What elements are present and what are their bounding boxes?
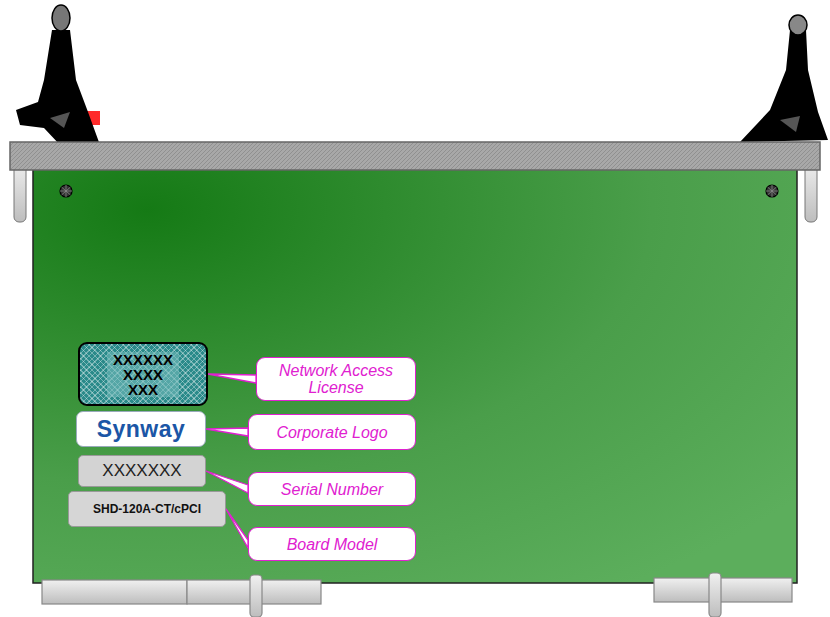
ejector-handle <box>16 5 100 145</box>
logo-label: Synway <box>76 411 206 447</box>
callout-text: Network Access License <box>265 362 407 396</box>
callout-bubble: Corporate Logo <box>248 414 416 450</box>
license-label: XXXXXX XXXX XXX <box>78 342 208 406</box>
pcb <box>33 168 797 583</box>
screw-holes <box>60 185 778 197</box>
callout-pointer <box>226 509 248 548</box>
callout-bubble: Serial Number <box>248 472 416 506</box>
callout-pointer <box>208 374 256 383</box>
callout-bubble: Network Access License <box>256 357 416 401</box>
callout-text: Serial Number <box>281 481 383 498</box>
callout-text: Board Model <box>287 536 378 553</box>
label-text: Synway <box>97 416 186 443</box>
model-label: SHD-120A-CT/cPCI <box>68 491 226 527</box>
serial-label: XXXXXXX <box>78 455 206 487</box>
label-text: XXXXXX XXXX XXX <box>107 352 179 397</box>
front-panel <box>10 142 820 170</box>
backplane-connectors <box>42 573 792 617</box>
callout-pointer <box>206 471 248 493</box>
label-text: SHD-120A-CT/cPCI <box>93 502 201 516</box>
callout-text: Corporate Logo <box>276 424 387 441</box>
callout-bubble: Board Model <box>248 527 416 561</box>
callout-pointer <box>206 428 248 436</box>
label-text: XXXXXXX <box>102 461 181 481</box>
ejector-handle <box>740 15 828 142</box>
